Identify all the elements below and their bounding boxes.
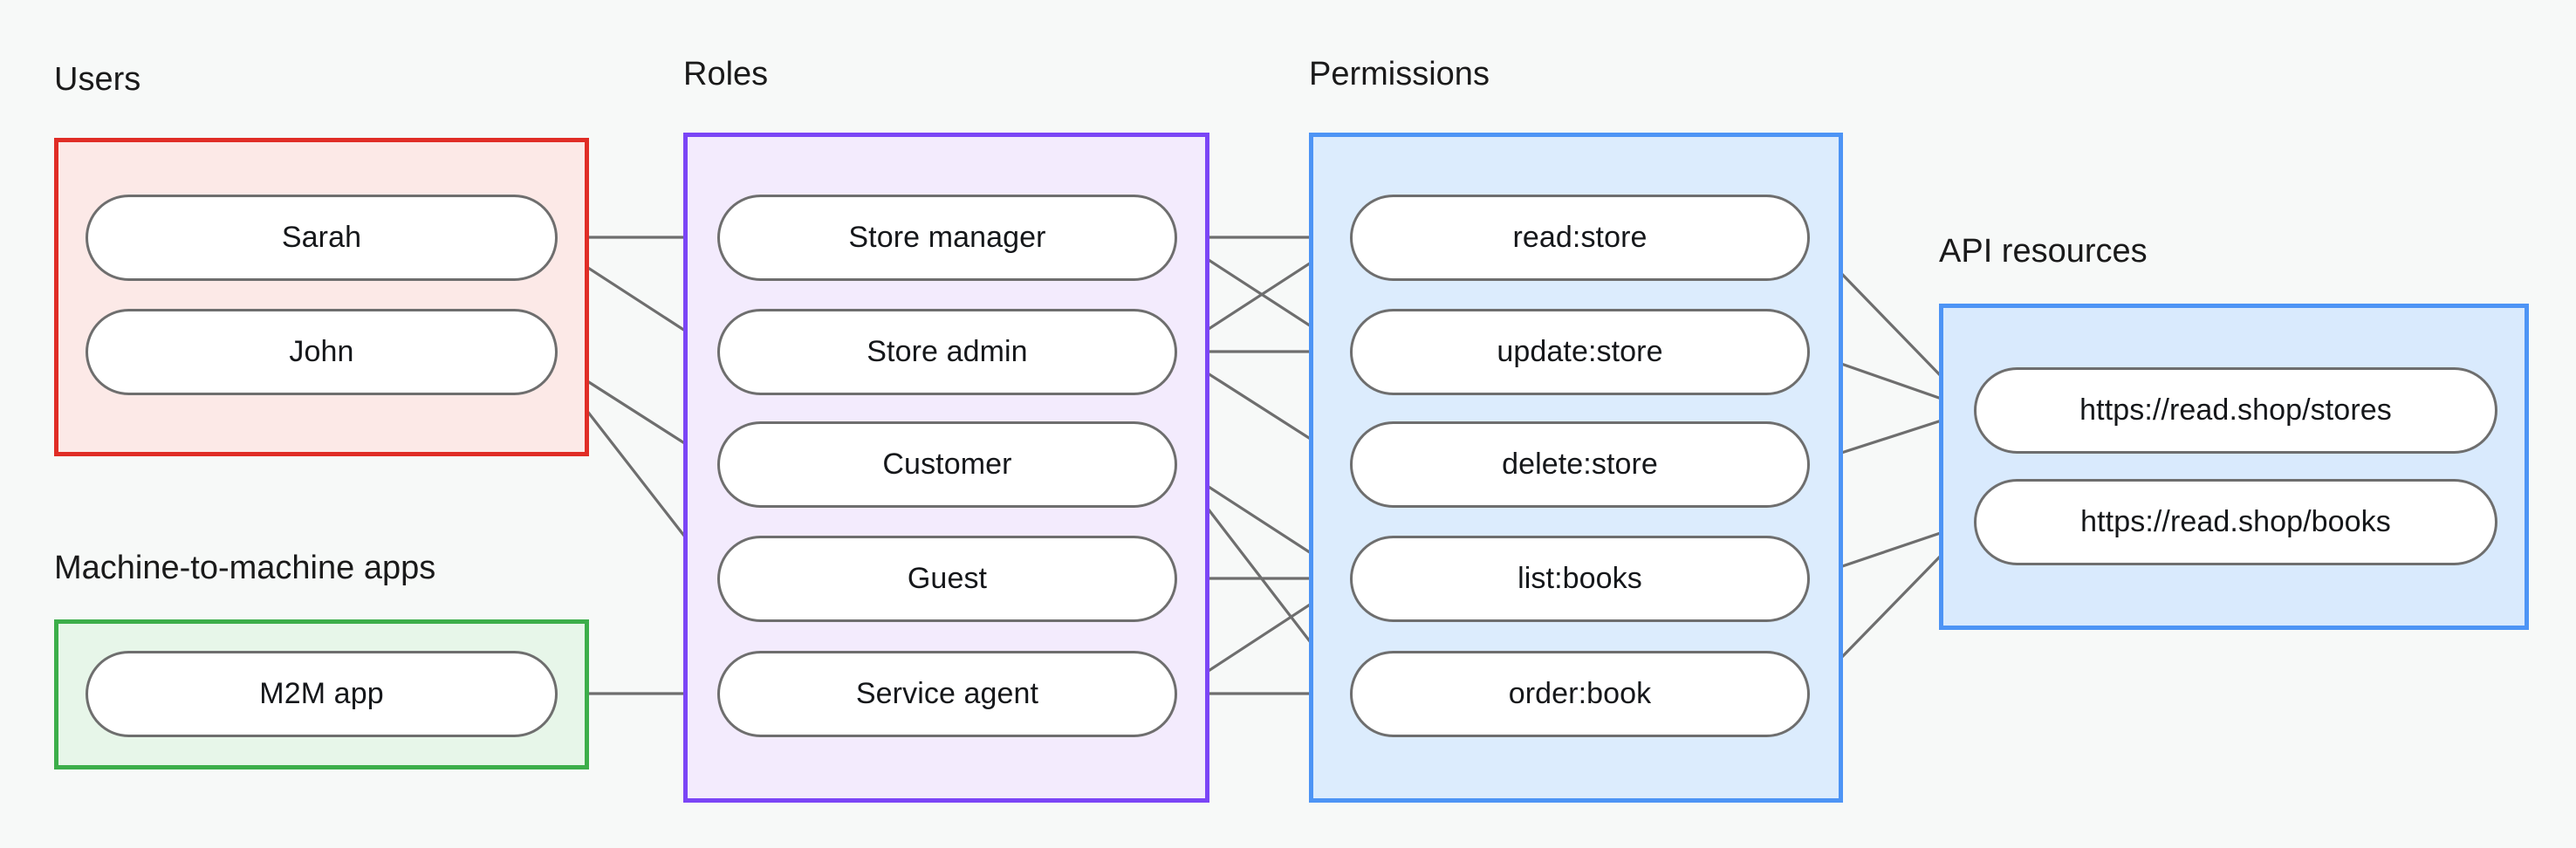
node-read-shop-books[interactable]: https://read.shop/books — [1974, 479, 2497, 565]
node-read-shop-stores[interactable]: https://read.shop/stores — [1974, 367, 2497, 454]
node-update-store[interactable]: update:store — [1350, 309, 1810, 395]
node-store-manager[interactable]: Store manager — [717, 195, 1177, 281]
roles-caption: Roles — [683, 56, 769, 92]
api-resources-group — [1939, 304, 2529, 630]
node-list-books[interactable]: list:books — [1350, 536, 1810, 622]
node-customer[interactable]: Customer — [717, 421, 1177, 508]
node-sarah[interactable]: Sarah — [86, 195, 558, 281]
node-read-store[interactable]: read:store — [1350, 195, 1810, 281]
node-john[interactable]: John — [86, 309, 558, 395]
api-resources-caption: API resources — [1939, 233, 2148, 270]
m2m-caption: Machine-to-machine apps — [54, 550, 436, 586]
users-caption: Users — [54, 61, 141, 98]
users-group — [54, 138, 589, 456]
node-m2m-app[interactable]: M2M app — [86, 651, 558, 737]
node-store-admin[interactable]: Store admin — [717, 309, 1177, 395]
node-service-agent[interactable]: Service agent — [717, 651, 1177, 737]
node-delete-store[interactable]: delete:store — [1350, 421, 1810, 508]
permissions-caption: Permissions — [1309, 56, 1490, 92]
node-order-book[interactable]: order:book — [1350, 651, 1810, 737]
node-guest[interactable]: Guest — [717, 536, 1177, 622]
